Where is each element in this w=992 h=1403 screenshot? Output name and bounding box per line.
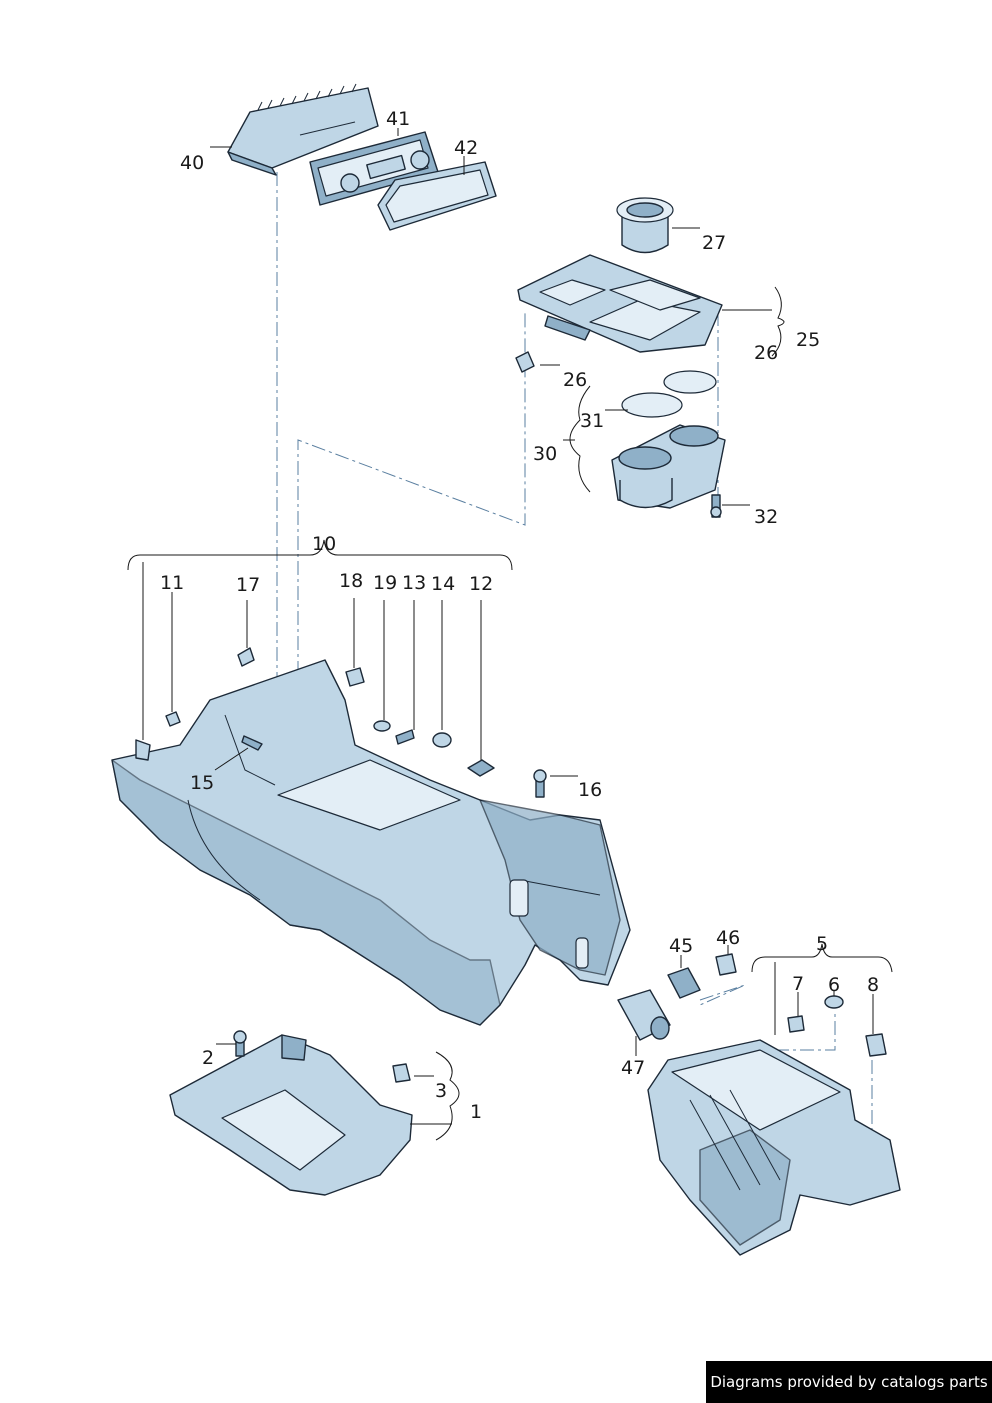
callout-7: 7: [792, 973, 804, 995]
credit-banner: Diagrams provided by catalogs parts: [706, 1361, 992, 1403]
part-30-cup-holder: [611, 424, 726, 509]
callout-15: 15: [190, 772, 214, 794]
part-19-grommet: [373, 720, 391, 732]
part-32-screw: [710, 494, 722, 518]
callout-41: 41: [386, 108, 410, 130]
part-1-mounting-bracket: [169, 1034, 413, 1196]
callout-17: 17: [236, 574, 260, 596]
callout-45: 45: [669, 935, 693, 957]
part-41-control-panel: [309, 131, 439, 206]
part-31-mats: [621, 370, 717, 418]
part-13-retainer: [395, 729, 415, 745]
part-17-clip: [237, 647, 255, 667]
callout-31: 31: [580, 410, 604, 432]
callout-6: 6: [828, 974, 840, 996]
callout-26-clip: 26: [563, 369, 587, 391]
callout-14: 14: [431, 573, 455, 595]
callout-26-top: 26: [754, 342, 778, 364]
part-6-grommet: [824, 995, 844, 1009]
part-25-trim-frame: [517, 254, 723, 353]
callout-3: 3: [435, 1080, 447, 1102]
part-18-bracket: [345, 667, 365, 687]
callout-42: 42: [454, 137, 478, 159]
callout-labels: 40 41 42 27 25 26 26 31 30 32 10 11 17 1…: [160, 108, 879, 1123]
part-15-screw: [241, 735, 263, 751]
part-3-clip: [392, 1063, 411, 1083]
part-10-console-housing: [111, 659, 631, 1026]
part-8-clip: [865, 1033, 887, 1057]
part-26-clip: [515, 351, 535, 373]
callout-32: 32: [754, 506, 778, 528]
part-14-plug: [432, 732, 452, 748]
part-7-pad: [787, 1015, 805, 1033]
part-47-power-outlet: [617, 989, 671, 1041]
part-45-socket: [667, 967, 701, 999]
callout-5: 5: [816, 933, 828, 955]
callout-27: 27: [702, 232, 726, 254]
callout-46: 46: [716, 927, 740, 949]
callout-25: 25: [796, 329, 820, 351]
part-40-storage-tray: [227, 83, 379, 176]
part-27-cup-insert: [616, 197, 674, 254]
part-12-clip: [467, 759, 495, 777]
callout-8: 8: [867, 974, 879, 996]
part-11-clip: [165, 711, 181, 727]
callout-2: 2: [202, 1047, 214, 1069]
callout-10: 10: [312, 533, 336, 555]
leader-lines: [127, 128, 893, 1141]
callout-11: 11: [160, 572, 184, 594]
callout-18: 18: [339, 570, 363, 592]
callout-47: 47: [621, 1057, 645, 1079]
credit-text: Diagrams provided by catalogs parts: [710, 1373, 988, 1391]
part-2-screw: [233, 1030, 247, 1057]
callout-40: 40: [180, 152, 204, 174]
part-42-frame-gasket: [377, 161, 497, 231]
callout-30: 30: [533, 443, 557, 465]
part-16-bolt: [533, 769, 547, 798]
callout-1: 1: [470, 1101, 482, 1123]
part-5-storage-box: [647, 1039, 901, 1256]
callout-13: 13: [402, 572, 426, 594]
part-46-cover: [715, 953, 737, 976]
callout-16: 16: [578, 779, 602, 801]
callout-12: 12: [469, 573, 493, 595]
callout-19: 19: [373, 572, 397, 594]
